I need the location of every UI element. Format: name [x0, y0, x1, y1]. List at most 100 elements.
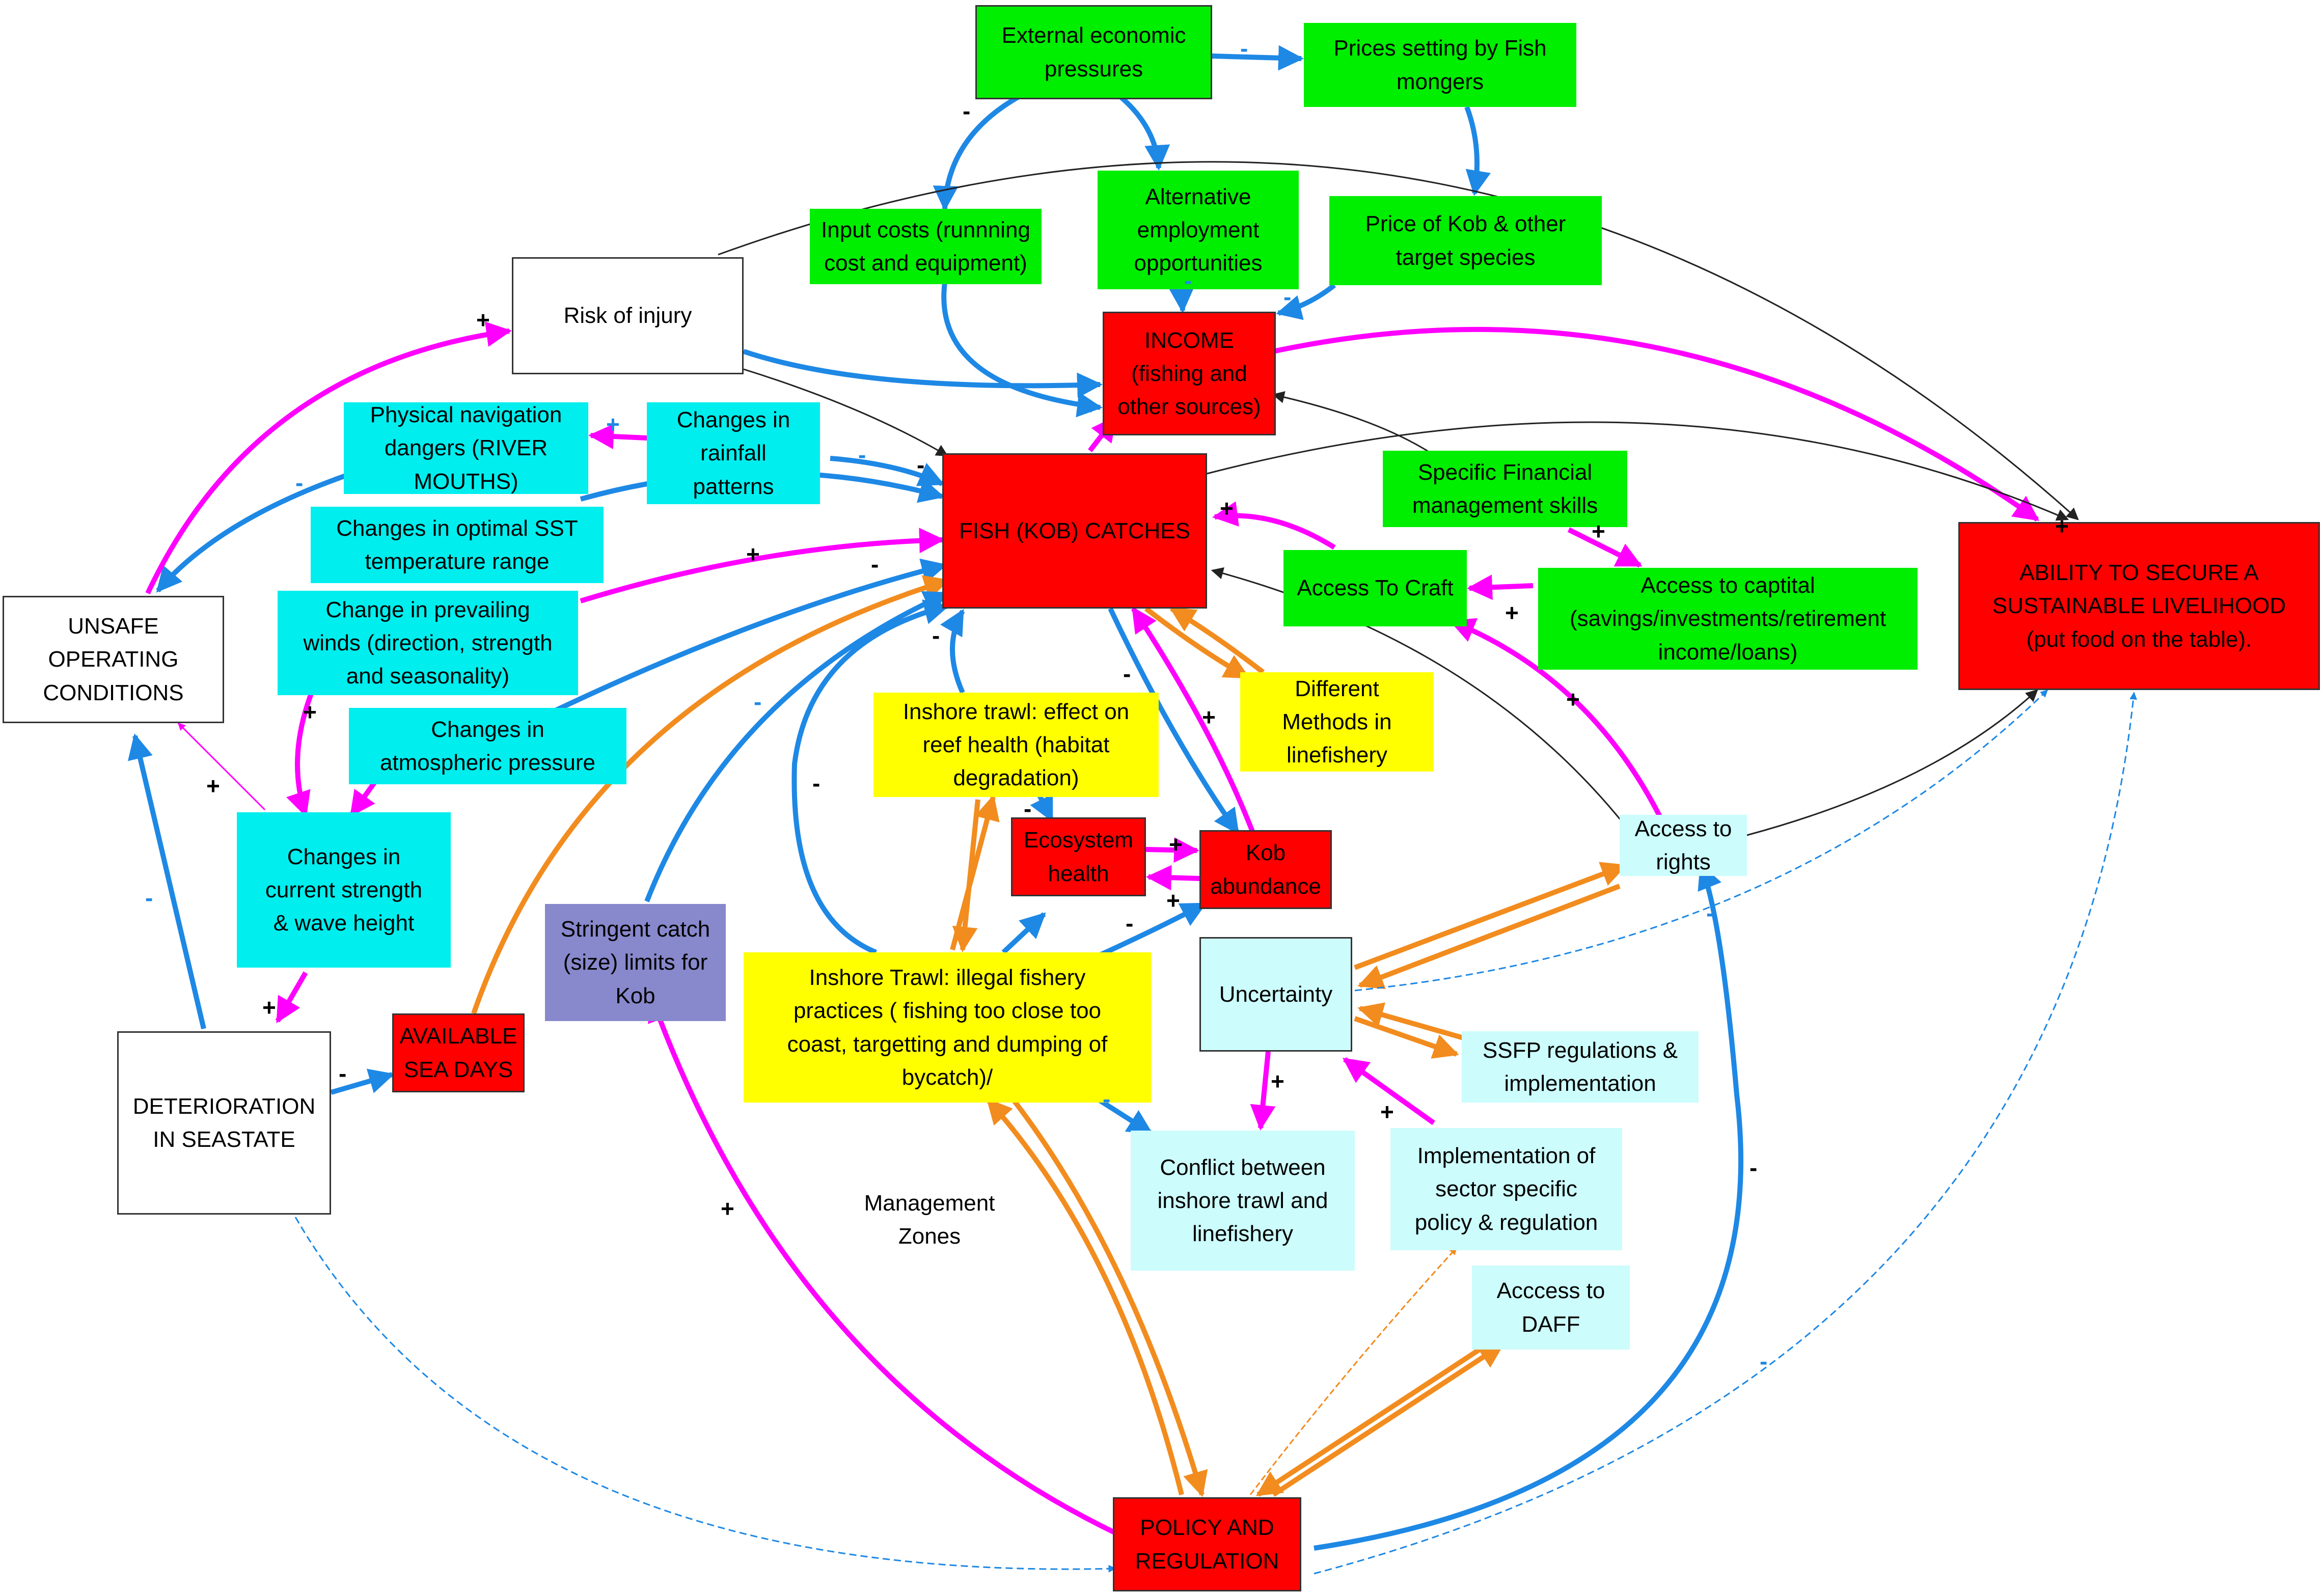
node-label-line: Kob [615, 983, 655, 1008]
sign-plus: + [303, 699, 317, 725]
node-label-line: Implementation of [1417, 1143, 1596, 1169]
node-label-line: AVAILABLE [399, 1024, 517, 1049]
link-external-pressures-to-input-costs [933, 94, 1020, 211]
sign-plus: + [476, 307, 490, 333]
link-price-of-kob-to-income [1276, 283, 1336, 320]
node-label-line: health [1048, 861, 1109, 886]
link-ssfp-to-uncertainty [1357, 1002, 1468, 1041]
node-label-line: income/loans) [1658, 639, 1798, 665]
link-access-rights-to-uncertainty [1357, 884, 1621, 990]
link-catch-limits-to-catches [644, 591, 950, 902]
link-uncertainty-to-access-rights [1354, 862, 1627, 970]
node-label: FISH (KOB) CATCHES [959, 514, 1190, 547]
node-label-line: patterns [693, 474, 774, 499]
link-atmospheric-to-catches [549, 558, 947, 716]
link-reef-trawl-to-illegal-trawl [952, 799, 980, 952]
node-label-line: Inshore Trawl: illegal fishery [809, 965, 1086, 991]
node-uncertainty[interactable]: Uncertainty [1199, 937, 1352, 1052]
link-policy-to-illegal-trawl [986, 1098, 1184, 1496]
node-label: Risk of injury [564, 299, 692, 332]
node-label-line: (put food on the table). [2026, 626, 2252, 652]
link-rainfall-to-navigation-dangers [588, 424, 647, 450]
sign-plus: + [1592, 518, 1605, 544]
link-access-rights-to-ability-livelihood [1746, 689, 2038, 836]
node-label-line: management skills [1412, 493, 1598, 518]
node-access-to-capital[interactable]: Access to captital(savings/investments/r… [1538, 568, 1918, 670]
sign-plus: + [1380, 1098, 1394, 1125]
node-label-line: MOUTHS) [414, 469, 518, 494]
node-label: SSFP regulations &implementation [1483, 1034, 1678, 1100]
sign-plus: + [1566, 686, 1580, 712]
node-label-line: DAFF [1521, 1311, 1580, 1337]
node-label-line: target species [1396, 244, 1536, 270]
node-label: Access To Craft [1297, 571, 1453, 604]
sign-plus: + [1202, 704, 1216, 730]
sign-plus: + [746, 541, 760, 567]
node-label-line: Changes in [287, 844, 401, 869]
node-access-to-craft[interactable]: Access To Craft [1283, 550, 1467, 626]
link-seastate-to-policy [294, 1217, 1116, 1573]
sign-minus: - [1184, 267, 1192, 294]
link-illegal-trawl-to-policy [1011, 1098, 1208, 1497]
node-fish-kob-catches[interactable]: FISH (KOB) CATCHES [942, 453, 1207, 609]
node-risk-of-injury[interactable]: Risk of injury [512, 257, 744, 374]
link-reef-trawl-to-catches [940, 609, 965, 694]
link-access-craft-to-catches [1212, 501, 1336, 550]
node-label-line: temperature range [365, 549, 550, 574]
sign-minus: - [1240, 35, 1248, 62]
link-risk-of-injury-to-catches [743, 368, 949, 457]
node-ssfp-regulations[interactable]: SSFP regulations &implementation [1462, 1031, 1699, 1103]
node-label-line: Alternative [1145, 184, 1251, 209]
node-label-line: CONDITIONS [43, 680, 184, 705]
node-label-line: IN SEASTATE [153, 1127, 295, 1152]
link-catches-to-different-methods [1144, 607, 1250, 680]
sign-minus: - [812, 770, 821, 796]
sign-plus: + [1220, 495, 1234, 521]
node-label-line: Different [1295, 676, 1379, 701]
link-winds-to-current [286, 681, 318, 817]
link-access-capital-to-access-craft [1467, 574, 1534, 600]
link-financial-skills-to-income [1272, 391, 1432, 454]
node-label: Uncertainty [1219, 978, 1333, 1011]
node-label: Access to captital(savings/investments/r… [1570, 569, 1886, 668]
node-label-line: Access to captital [1641, 573, 1815, 598]
sign-minus: - [1749, 1155, 1758, 1181]
node-label-line: sector specific [1435, 1176, 1577, 1202]
link-different-methods-to-catches [1169, 606, 1265, 674]
